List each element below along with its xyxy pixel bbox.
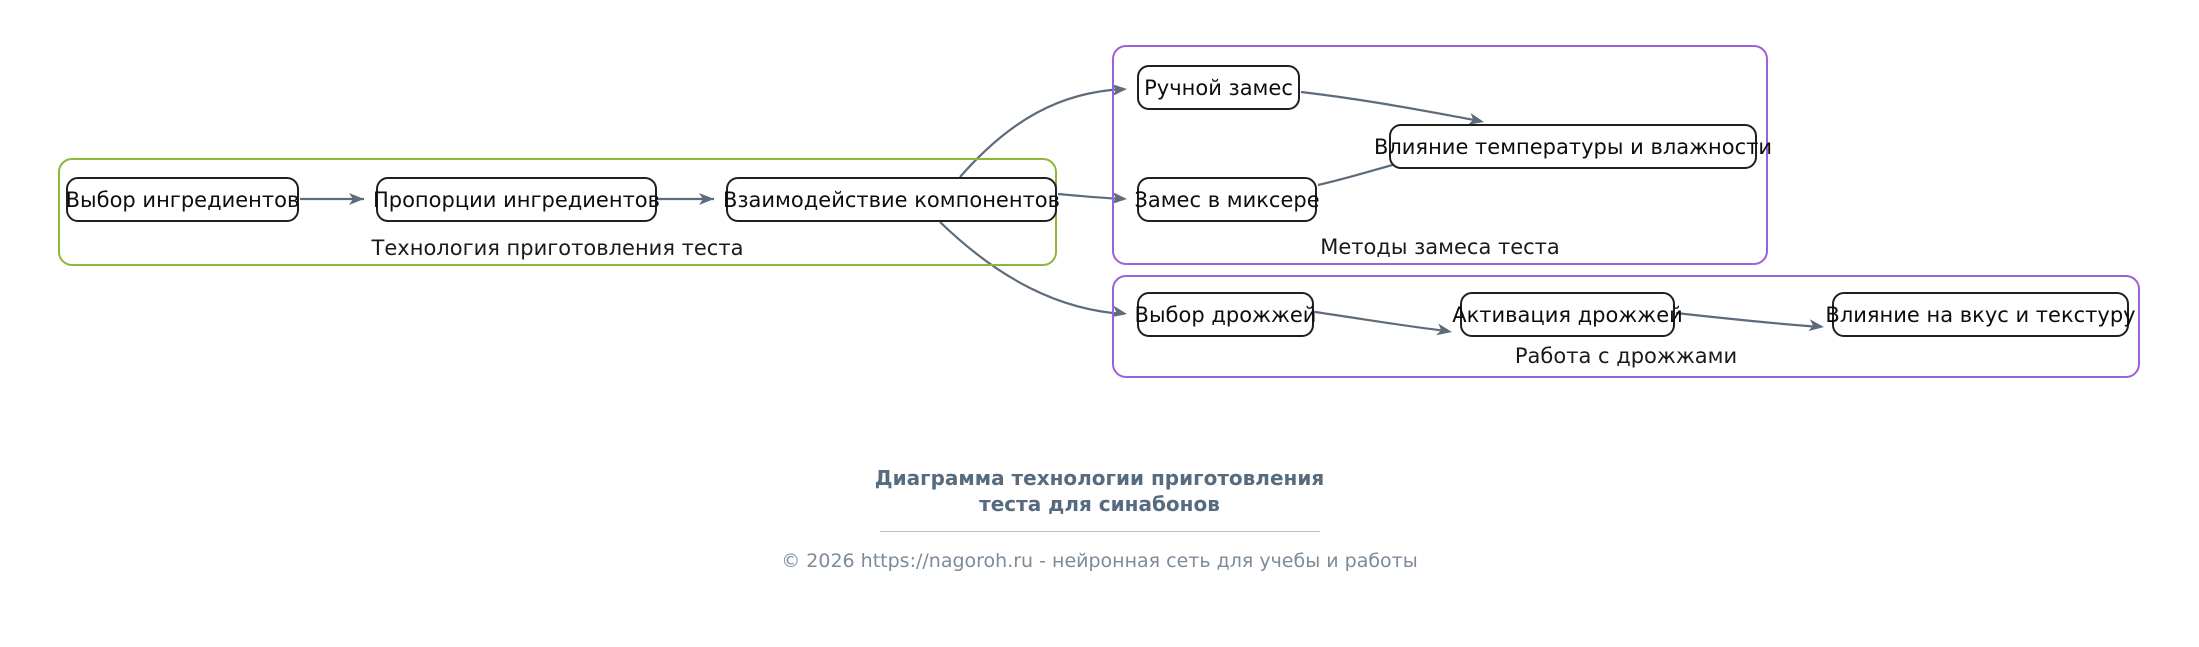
node-proportions[interactable]: Пропорции ингредиентов xyxy=(372,177,661,222)
node-ingredients[interactable]: Выбор ингредиентов xyxy=(66,177,299,222)
cluster-knead: Методы замеса теста xyxy=(1112,45,1768,265)
node-label-yeastchoice: Выбор дрожжей xyxy=(1134,302,1317,327)
node-label-ingredients: Выбор ингредиентов xyxy=(65,187,300,212)
node-label-mixer: Замес в миксере xyxy=(1134,187,1320,212)
cluster-label-yeast: Работа с дрожжами xyxy=(1514,344,1738,368)
diagram-title: Диаграмма технологии приготовления теста… xyxy=(874,466,1325,516)
cluster-label-knead: Методы замеса теста xyxy=(1320,235,1560,259)
node-label-activation: Активация дрожжей xyxy=(1452,302,1683,327)
cluster-tech: Технология приготовления теста xyxy=(58,158,1057,266)
cluster-label-tech: Технология приготовления теста xyxy=(371,236,744,260)
node-label-temp: Влияние температуры и влажности xyxy=(1373,134,1773,159)
node-manual[interactable]: Ручной замес xyxy=(1137,65,1300,110)
node-label-manual: Ручной замес xyxy=(1144,75,1293,100)
node-mixer[interactable]: Замес в миксере xyxy=(1134,177,1320,222)
node-yeastchoice[interactable]: Выбор дрожжей xyxy=(1134,292,1317,337)
node-label-taste: Влияние на вкус и текстуру xyxy=(1825,302,2136,327)
node-taste[interactable]: Влияние на вкус и текстуру xyxy=(1825,292,2136,337)
caption-block: Диаграмма технологии приготовления теста… xyxy=(0,466,2199,572)
node-label-proportions: Пропорции ингредиентов xyxy=(372,187,661,212)
caption-divider xyxy=(879,531,1320,533)
node-label-interaction: Взаимодействие компонентов xyxy=(722,187,1061,212)
cluster-yeast: Работа с дрожжами xyxy=(1112,275,2140,378)
node-interaction[interactable]: Взаимодействие компонентов xyxy=(722,177,1061,222)
node-temp[interactable]: Влияние температуры и влажности xyxy=(1374,124,1772,169)
caption-footer: © 2026 https://nagoroh.ru - нейронная се… xyxy=(781,550,1418,573)
node-activation[interactable]: Активация дрожжей xyxy=(1452,292,1683,337)
